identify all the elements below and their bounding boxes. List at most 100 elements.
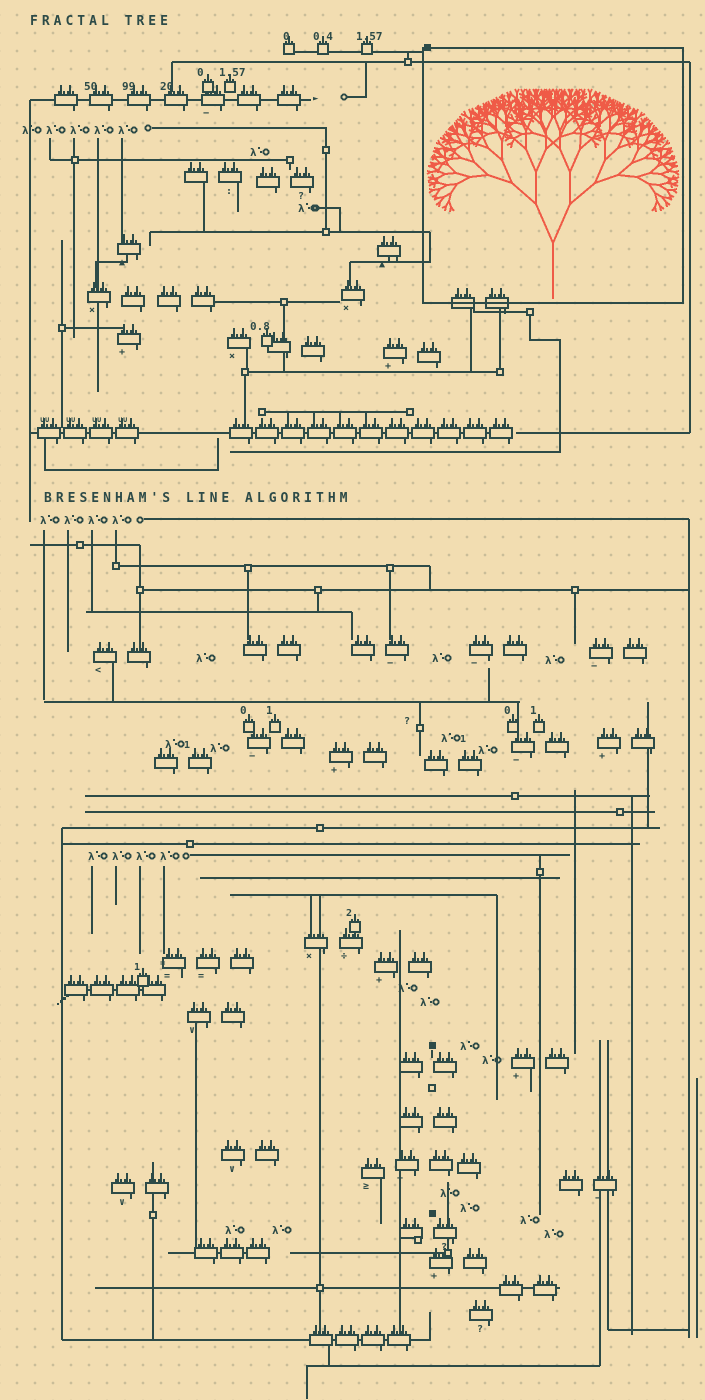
junction[interactable]	[416, 724, 424, 732]
lambda-marker[interactable]: λ	[225, 1224, 232, 1237]
junction[interactable]	[404, 58, 412, 66]
literal-node[interactable]	[349, 921, 361, 933]
lambda-ring[interactable]	[177, 740, 185, 748]
op-node[interactable]	[433, 1061, 457, 1073]
lambda-ring[interactable]	[124, 516, 132, 524]
op-node[interactable]	[220, 1247, 244, 1259]
op-node[interactable]	[457, 1162, 481, 1174]
lambda-ring[interactable]	[490, 746, 498, 754]
lambda-marker[interactable]: λ	[298, 202, 305, 215]
output-ring[interactable]	[136, 516, 144, 524]
lambda-marker[interactable]: λ	[22, 124, 29, 137]
junction[interactable]	[241, 368, 249, 376]
lambda-ring[interactable]	[472, 1042, 480, 1050]
lambda-marker[interactable]: λ	[544, 1228, 551, 1241]
op-node[interactable]	[127, 94, 151, 106]
lambda-marker[interactable]: λ	[478, 744, 485, 757]
lambda-marker[interactable]: λ	[40, 514, 47, 527]
op-node[interactable]	[218, 171, 242, 183]
op-node[interactable]	[221, 1149, 245, 1161]
op-node[interactable]	[589, 647, 613, 659]
lambda-marker[interactable]: λ	[420, 996, 427, 1009]
op-node[interactable]	[184, 171, 208, 183]
op-node[interactable]	[597, 737, 621, 749]
junction[interactable]	[280, 298, 288, 306]
op-node[interactable]	[54, 94, 78, 106]
op-node[interactable]	[559, 1179, 583, 1191]
literal-node[interactable]	[507, 721, 519, 733]
literal-node[interactable]	[283, 43, 295, 55]
junction[interactable]	[406, 408, 414, 416]
literal-node[interactable]	[361, 43, 373, 55]
op-node[interactable]	[593, 1179, 617, 1191]
op-node[interactable]	[411, 427, 435, 439]
lambda-ring[interactable]	[222, 744, 230, 752]
junction[interactable]	[286, 156, 294, 164]
lambda-marker[interactable]: λ	[196, 652, 203, 665]
op-node[interactable]	[154, 757, 178, 769]
op-node[interactable]	[117, 243, 141, 255]
literal-node[interactable]	[243, 721, 255, 733]
op-node[interactable]	[194, 1247, 218, 1259]
literal-node[interactable]	[317, 43, 329, 55]
lambda-marker[interactable]: λ	[118, 124, 125, 137]
lambda-marker[interactable]: λ	[64, 514, 71, 527]
op-node[interactable]	[533, 1284, 557, 1296]
op-node[interactable]	[111, 1182, 135, 1194]
op-node[interactable]	[383, 347, 407, 359]
lambda-ring[interactable]	[472, 1204, 480, 1212]
op-node[interactable]	[277, 644, 301, 656]
lambda-ring[interactable]	[444, 654, 452, 662]
op-node[interactable]	[399, 1061, 423, 1073]
literal-node[interactable]	[261, 335, 273, 347]
lambda-ring[interactable]	[237, 1226, 245, 1234]
lambda-marker[interactable]: λ	[88, 850, 95, 863]
op-node[interactable]	[281, 427, 305, 439]
junction[interactable]	[316, 1284, 324, 1292]
op-node[interactable]	[511, 1057, 535, 1069]
op-node[interactable]	[309, 1334, 333, 1346]
junction[interactable]	[58, 324, 66, 332]
op-node[interactable]	[196, 957, 220, 969]
op-node[interactable]	[229, 427, 253, 439]
junction[interactable]	[322, 146, 330, 154]
junction[interactable]	[112, 562, 120, 570]
handle[interactable]	[429, 1210, 436, 1217]
op-node[interactable]	[417, 351, 441, 363]
op-node[interactable]	[89, 427, 113, 439]
op-node[interactable]	[90, 984, 114, 996]
op-node[interactable]	[117, 333, 141, 345]
op-node[interactable]	[329, 751, 353, 763]
lambda-marker[interactable]: λ	[112, 514, 119, 527]
literal-node[interactable]	[269, 721, 281, 733]
op-node[interactable]	[469, 644, 493, 656]
junction[interactable]	[414, 1236, 422, 1244]
junction[interactable]	[444, 1249, 452, 1257]
op-node[interactable]	[545, 741, 569, 753]
lambda-marker[interactable]: λ	[398, 982, 405, 995]
op-node[interactable]	[424, 759, 448, 771]
junction[interactable]	[428, 1084, 436, 1092]
op-node[interactable]	[307, 427, 331, 439]
lambda-marker[interactable]: λ	[441, 732, 448, 745]
lambda-ring[interactable]	[208, 654, 216, 662]
op-node[interactable]	[359, 427, 383, 439]
lambda-marker[interactable]: λ	[165, 738, 172, 751]
lambda-ring[interactable]	[82, 126, 90, 134]
op-node[interactable]	[351, 644, 375, 656]
op-node[interactable]	[237, 94, 261, 106]
op-node[interactable]	[374, 961, 398, 973]
lambda-ring[interactable]	[100, 516, 108, 524]
op-node[interactable]	[385, 644, 409, 656]
op-node[interactable]	[623, 647, 647, 659]
op-node[interactable]	[395, 1159, 419, 1171]
lambda-ring[interactable]	[452, 1189, 460, 1197]
lambda-ring[interactable]	[106, 126, 114, 134]
op-node[interactable]	[363, 751, 387, 763]
lambda-marker[interactable]: λ	[520, 1214, 527, 1227]
op-node[interactable]	[489, 427, 513, 439]
lambda-marker[interactable]: λ	[210, 742, 217, 755]
op-node[interactable]	[227, 337, 251, 349]
op-node[interactable]	[429, 1159, 453, 1171]
